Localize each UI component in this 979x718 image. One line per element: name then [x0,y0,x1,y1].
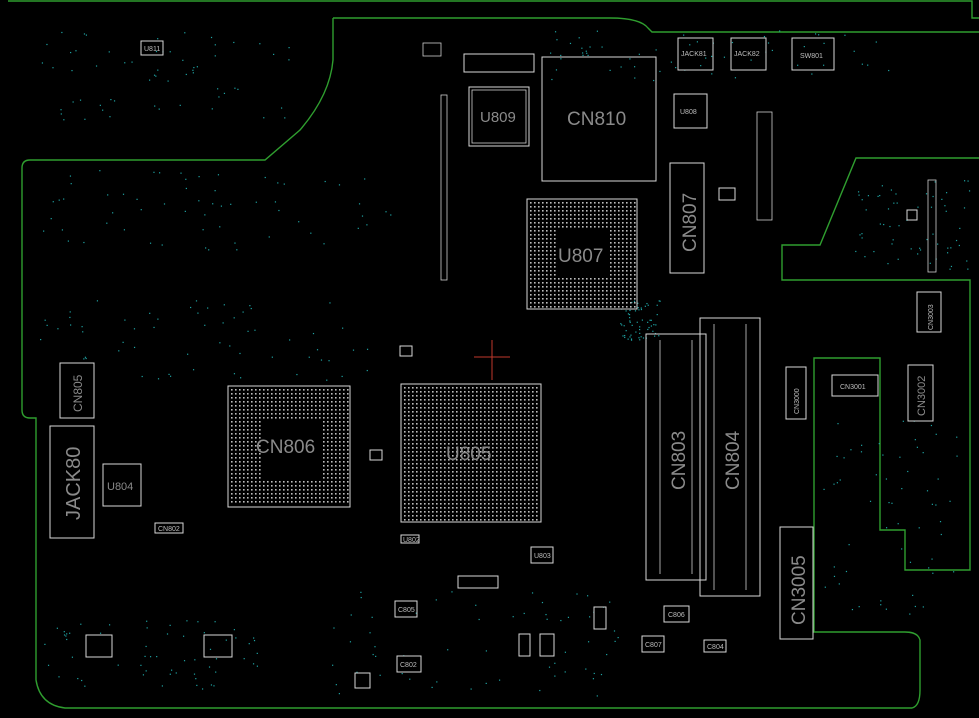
u811-label: U811 [144,46,160,53]
cn3003-box [916,291,942,333]
u803-label: U803 [534,553,551,560]
cn810-box [541,56,657,182]
u808-box [673,93,708,129]
u807-label: U807 [558,246,603,267]
c805-box [394,600,418,618]
cn806-box [227,385,351,508]
c805-label: C805 [398,607,415,614]
cn803-label: CN803 [669,431,690,490]
cn802-box [154,522,184,534]
via-dots [40,30,971,697]
c807-box [641,635,665,653]
u805-ball-grid [404,387,538,521]
c806-box [663,605,690,623]
c804-label: C804 [707,644,724,651]
c806-label: C806 [668,612,685,619]
cn3002-box [907,364,934,422]
u807-box [526,198,638,310]
u805-box [400,383,542,523]
c802-label: C802 [400,662,417,669]
cn807-box [669,162,705,274]
cn805-label: CN805 [71,374,85,412]
u809-box [468,86,530,147]
sw801-box [791,37,835,71]
sw801-label: SW801 [800,53,823,60]
u805-label: U805 [446,444,491,465]
cn3000-box [785,366,807,420]
u802-box [400,534,420,544]
cn3001-label: CN3001 [840,384,866,391]
cn3005-box [779,526,814,640]
u809-label: U809 [480,109,516,126]
strip-left [440,94,448,281]
u804-label: U804 [107,481,133,493]
c804-box [703,639,727,653]
jack82-box [730,37,767,71]
cn807-label: CN807 [680,193,701,252]
cn3000-label: CN3000 [794,388,801,414]
strip-far-right [927,179,937,273]
u808-label: U808 [680,109,697,116]
jack81-box [677,37,714,71]
cn3001-box [831,374,879,397]
cn802-label: CN802 [158,526,180,533]
cn806-label: CN806 [256,437,315,458]
cn3005-label: CN3005 [789,555,810,625]
strip-right [756,111,773,221]
c802-box [396,655,422,673]
cn810-label: CN810 [567,109,626,130]
u809-inner [471,89,527,144]
cn806-ball-grid [231,389,349,503]
jack82-label: JACK82 [734,51,760,58]
c807-label: C807 [645,642,662,649]
cn805-box [59,362,95,419]
cn804-box [699,317,761,597]
board-outline [8,0,979,709]
u802-label: U802 [403,537,420,544]
cn3002-label: CN3002 [916,376,928,416]
cn3003-label: CN3003 [928,304,935,330]
pad-a [422,42,442,57]
jack81-label: JACK81 [681,51,707,58]
jack80-label: JACK80 [63,447,85,520]
misc-pads [85,53,918,689]
u804-box [102,463,142,507]
u803-box [530,546,554,564]
cn803-box [645,333,707,581]
jack80-box [49,425,95,539]
u811-box [140,40,164,56]
cn804-label: CN804 [723,430,744,490]
u807-ball-grid [530,202,636,308]
